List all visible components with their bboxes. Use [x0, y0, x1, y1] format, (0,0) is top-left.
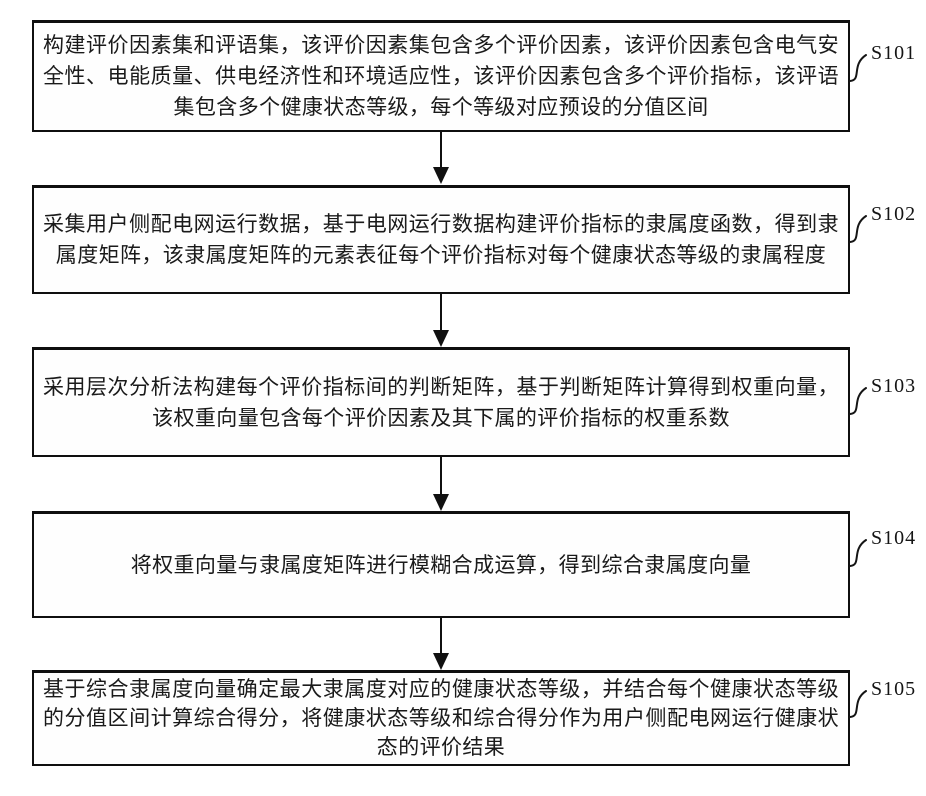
- flow-step-box-s101: 构建评价因素集和评语集，该评价因素集包含多个评价因素，该评价因素包含电气安 全性…: [32, 20, 850, 132]
- step-text-line: 的分值区间计算综合得分，将健康状态等级和综合得分作为用户侧配电网运行健康状: [43, 706, 839, 730]
- step-ref-text: S104: [871, 527, 917, 549]
- arrow-head: [433, 653, 449, 670]
- down-arrow-icon: [433, 132, 449, 184]
- step-text-line: 全性、电能质量、供电经济性和环境适应性，该评价因素包含多个评价指标，该评语: [43, 64, 839, 88]
- leader-curve-icon: [849, 54, 867, 82]
- step-text-line: 属度矩阵，该隶属度矩阵的元素表征每个评价指标对每个健康状态等级的隶属程度: [55, 243, 827, 267]
- step-ref-label-s103: S103: [849, 375, 924, 419]
- step-text-line: 该权重向量包含每个评价因素及其下属的评价指标的权重系数: [152, 405, 730, 430]
- step-ref-label-s105: S105: [849, 678, 924, 722]
- arrow-shaft: [440, 457, 442, 496]
- step-text-line: 基于综合隶属度向量确定最大隶属度对应的健康状态等级，并结合每个健康状态等级: [43, 677, 839, 701]
- step-text-line: 采用层次分析法构建每个评价指标间的判断矩阵，基于判断矩阵计算得到权重向量，: [43, 374, 839, 399]
- leader-curve-icon: [849, 387, 867, 415]
- step-text-line: 态的评价结果: [376, 735, 506, 759]
- step-ref-text: S102: [871, 203, 917, 225]
- down-arrow-icon: [433, 618, 449, 670]
- step-ref-label-s104: S104: [849, 527, 924, 571]
- step-ref-text: S105: [871, 678, 917, 700]
- arrow-head: [433, 494, 449, 511]
- flow-step-box-s105: 基于综合隶属度向量确定最大隶属度对应的健康状态等级，并结合每个健康状态等级 的分…: [32, 670, 850, 766]
- step-ref-text: S103: [871, 375, 917, 397]
- step-text-line: 集包含多个健康状态等级，每个等级对应预设的分值区间: [173, 95, 709, 119]
- step-ref-label-s101: S101: [849, 42, 924, 86]
- flow-step-box-s104: 将权重向量与隶属度矩阵进行模糊合成运算，得到综合隶属度向量: [32, 511, 850, 618]
- step-text-line: 采集用户侧配电网运行数据，基于电网运行数据构建评价指标的隶属度函数，得到隶: [43, 212, 839, 236]
- arrow-shaft: [440, 294, 442, 332]
- step-text-line: 将权重向量与隶属度矩阵进行模糊合成运算，得到综合隶属度向量: [130, 552, 752, 577]
- arrow-head: [433, 330, 449, 347]
- arrow-shaft: [440, 132, 442, 169]
- leader-curve-icon: [849, 215, 867, 243]
- down-arrow-icon: [433, 294, 449, 347]
- leader-curve-icon: [849, 690, 867, 718]
- arrow-head: [433, 167, 449, 184]
- step-ref-text: S101: [871, 42, 917, 64]
- down-arrow-icon: [433, 457, 449, 511]
- step-text-line: 构建评价因素集和评语集，该评价因素集包含多个评价因素，该评价因素包含电气安: [43, 33, 839, 57]
- leader-curve-icon: [849, 539, 867, 567]
- flow-step-box-s103: 采用层次分析法构建每个评价指标间的判断矩阵，基于判断矩阵计算得到权重向量， 该权…: [32, 347, 850, 457]
- step-ref-label-s102: S102: [849, 203, 924, 247]
- arrow-shaft: [440, 618, 442, 655]
- flow-step-box-s102: 采集用户侧配电网运行数据，基于电网运行数据构建评价指标的隶属度函数，得到隶 属度…: [32, 185, 850, 294]
